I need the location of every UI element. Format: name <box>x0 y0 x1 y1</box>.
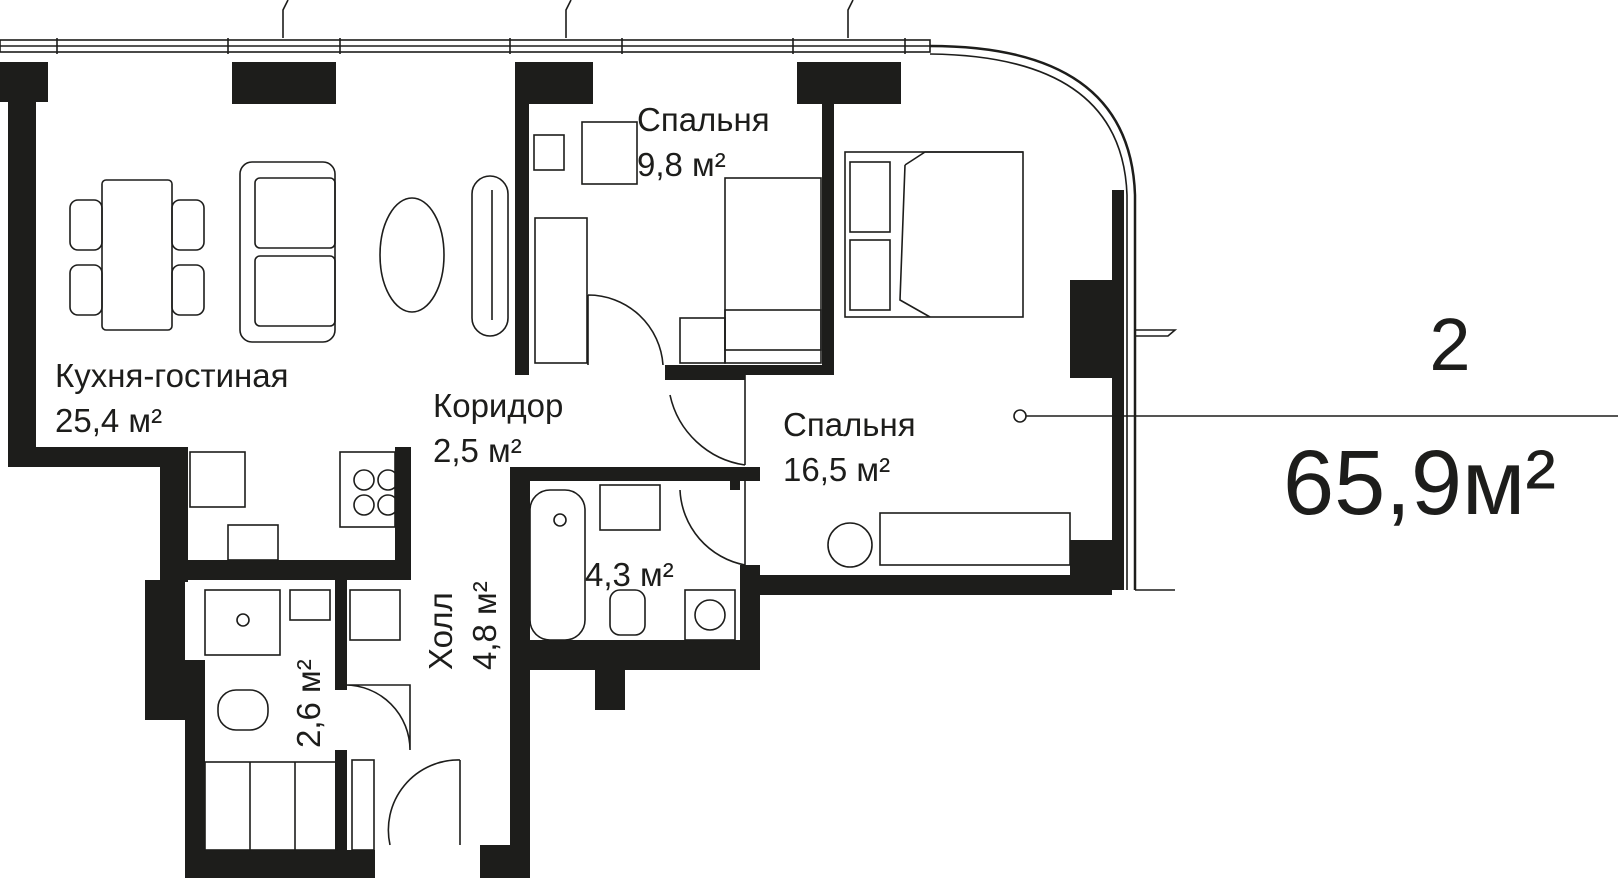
leader-dot <box>1013 409 1027 423</box>
room-name-corridor: Коридор <box>433 387 563 424</box>
room-name-bedroom-large: Спальня <box>783 406 916 443</box>
walls <box>0 62 1124 878</box>
furniture <box>69 121 1071 851</box>
total-area: 65,9м² <box>1283 432 1556 534</box>
window-strip-top <box>0 0 931 54</box>
room-name-kitchen-living: Кухня-гостиная <box>55 357 288 394</box>
room-area-hall: 4,8 м² <box>466 581 503 670</box>
room-labels: Кухня-гостиная 25,4 м² Спальня 9,8 м² Ко… <box>55 101 916 748</box>
room-name-bedroom-small: Спальня <box>637 101 770 138</box>
room-name-hall: Холл <box>422 592 459 670</box>
doors <box>344 294 746 846</box>
room-area-wc: 2,6 м² <box>290 659 327 748</box>
room-area-bathroom: 4,3 м² <box>585 556 674 593</box>
room-area-bedroom-small: 9,8 м² <box>637 146 726 183</box>
curved-window <box>929 44 1137 590</box>
apartment-number: 2 <box>1429 303 1470 386</box>
room-area-kitchen-living: 25,4 м² <box>55 402 162 439</box>
room-area-corridor: 2,5 м² <box>433 432 522 469</box>
room-area-bedroom-large: 16,5 м² <box>783 451 890 488</box>
